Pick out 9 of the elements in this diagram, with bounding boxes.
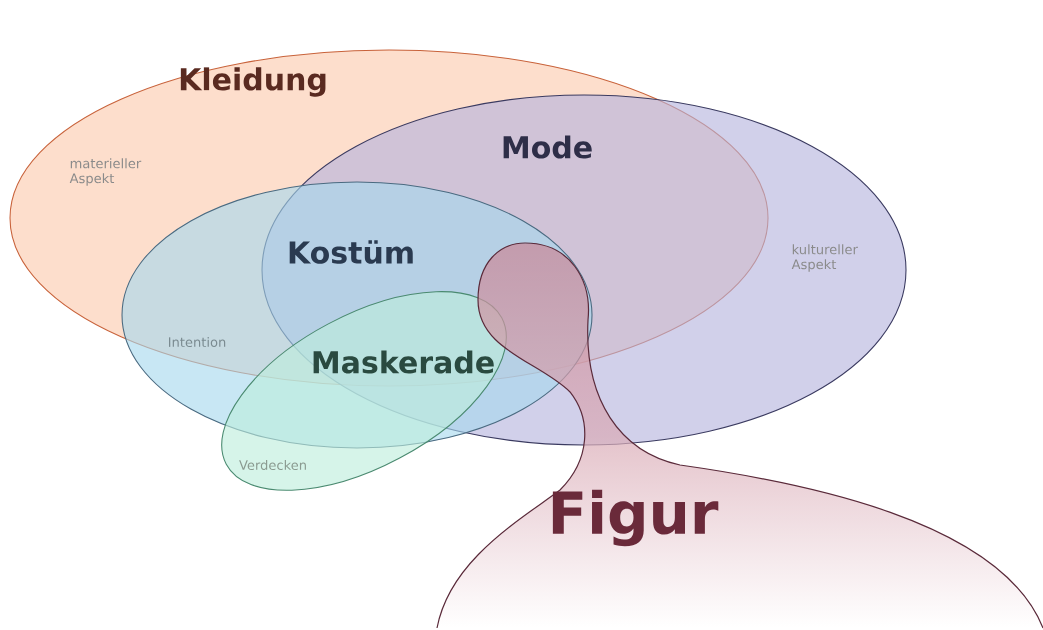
title-label: Maskerade xyxy=(313,350,494,374)
aspect-label: materieller Aspekt xyxy=(69,158,142,186)
title-label: Kostüm xyxy=(289,240,413,264)
aspect-label: Intention xyxy=(169,336,226,348)
aspect-label: Verdecken xyxy=(239,459,306,471)
title-label: Mode xyxy=(503,135,592,159)
aspect-label: kultureller Aspekt xyxy=(791,244,858,272)
title-label: Kleidung xyxy=(180,67,326,97)
title-label: Figur xyxy=(552,489,719,547)
